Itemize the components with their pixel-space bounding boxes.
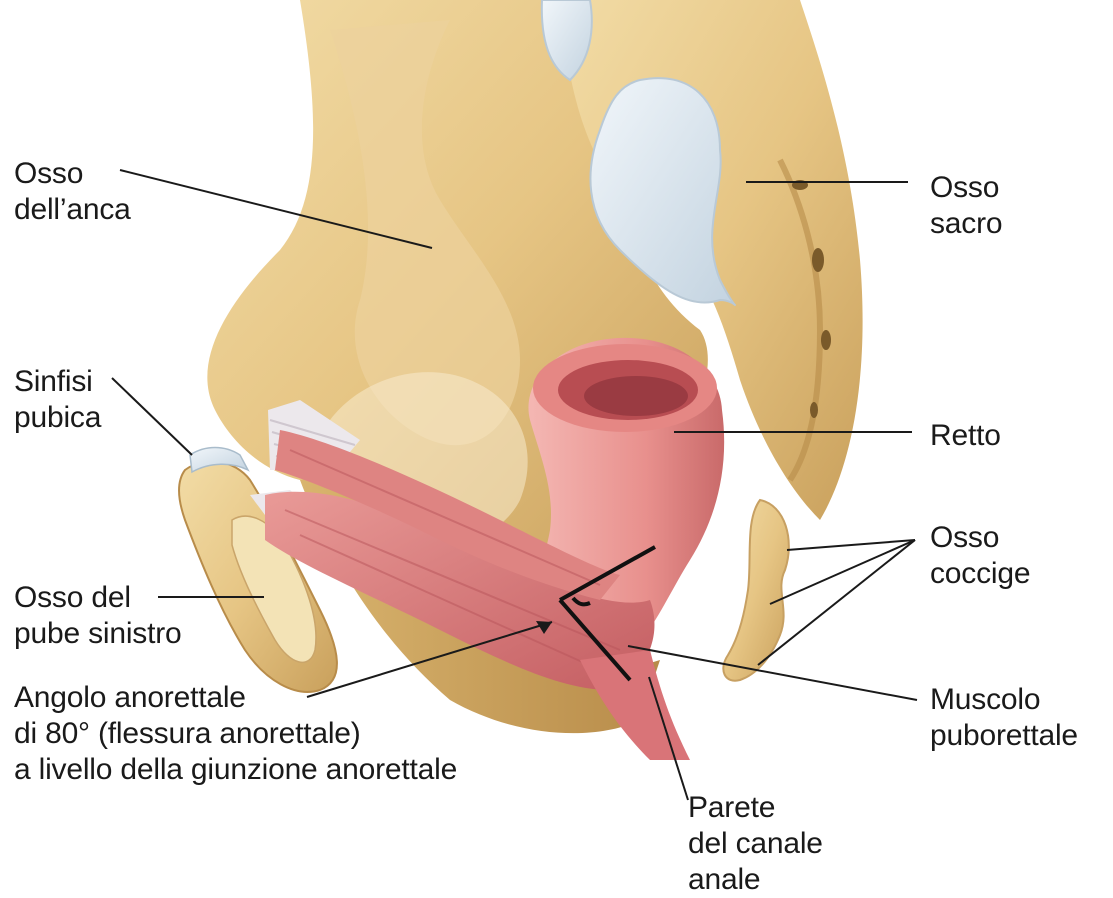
label-sinfisi-pubica: Sinfisi pubica bbox=[14, 364, 101, 436]
label-parete-canale-anale: Parete del canale anale bbox=[688, 790, 823, 898]
label-osso-sacro: Osso sacro bbox=[930, 170, 1002, 242]
label-angolo-anorettale: Angolo anorettale di 80° (flessura anore… bbox=[14, 680, 457, 788]
label-retto: Retto bbox=[930, 418, 1001, 454]
label-muscolo-puborettale: Muscolo puborettale bbox=[930, 682, 1078, 754]
leader-sinfisi bbox=[112, 378, 192, 455]
label-osso-pube: Osso del pube sinistro bbox=[14, 580, 182, 652]
label-osso-coccige: Osso coccige bbox=[930, 520, 1030, 592]
label-osso-anca: Osso dell’anca bbox=[14, 156, 131, 228]
coccyx-shape bbox=[723, 500, 789, 681]
